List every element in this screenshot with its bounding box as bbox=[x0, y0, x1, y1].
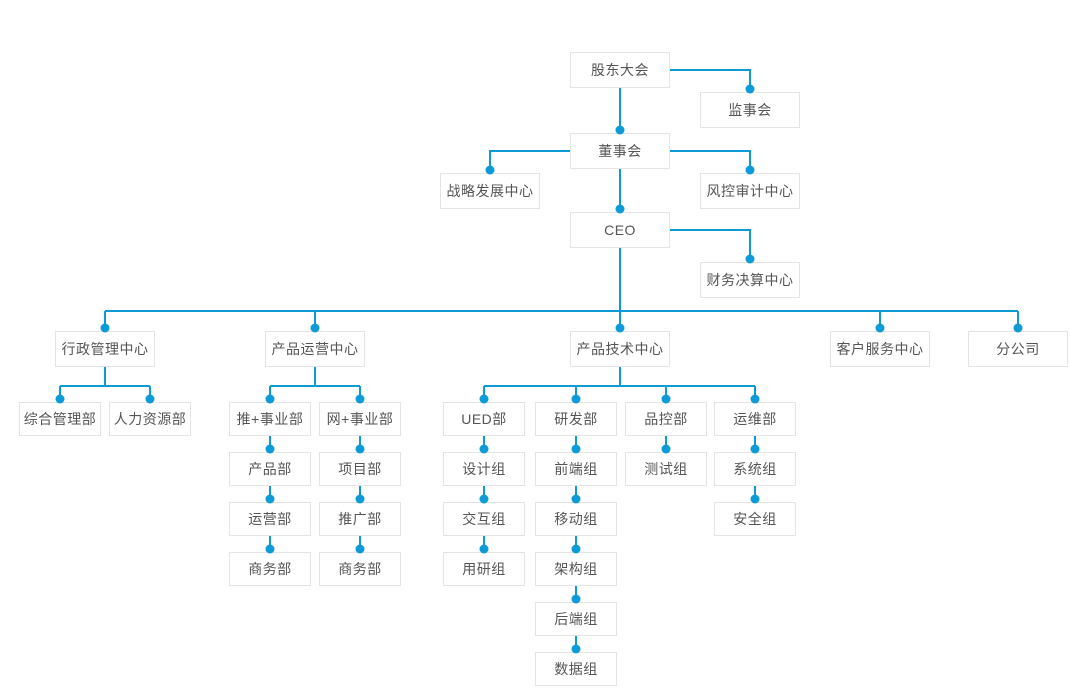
org-node-shangwu2: 商务部 bbox=[319, 552, 401, 586]
org-node-qianduanzu: 前端组 bbox=[535, 452, 617, 486]
org-node-fengkong: 风控审计中心 bbox=[700, 173, 800, 209]
org-node-shangwu1: 商务部 bbox=[229, 552, 311, 586]
org-node-fengongsi: 分公司 bbox=[968, 331, 1068, 367]
org-node-wang: 网+事业部 bbox=[319, 402, 401, 436]
org-node-yunwei: 运维部 bbox=[714, 402, 796, 436]
org-node-shejizu: 设计组 bbox=[443, 452, 525, 486]
org-node-ued: UED部 bbox=[443, 402, 525, 436]
org-node-jiaohuzu: 交互组 bbox=[443, 502, 525, 536]
org-node-yanfa: 研发部 bbox=[535, 402, 617, 436]
org-node-xingzheng: 行政管理中心 bbox=[55, 331, 155, 367]
org-node-yongyanzu: 用研组 bbox=[443, 552, 525, 586]
org-node-chanpinbu: 产品部 bbox=[229, 452, 311, 486]
org-node-ceo: CEO bbox=[570, 212, 670, 248]
org-node-zonghe: 综合管理部 bbox=[19, 402, 101, 436]
org-node-gudong: 股东大会 bbox=[570, 52, 670, 88]
org-node-zhanlue: 战略发展中心 bbox=[440, 173, 540, 209]
org-node-pinkong: 品控部 bbox=[625, 402, 707, 436]
org-node-yunyingzx: 产品运营中心 bbox=[265, 331, 365, 367]
org-node-yidongzu: 移动组 bbox=[535, 502, 617, 536]
org-node-tui: 推+事业部 bbox=[229, 402, 311, 436]
org-node-tuiguangbu: 推广部 bbox=[319, 502, 401, 536]
org-node-jianshihui: 监事会 bbox=[700, 92, 800, 128]
org-node-shujuzu: 数据组 bbox=[535, 652, 617, 686]
org-node-anquanzu: 安全组 bbox=[714, 502, 796, 536]
org-node-jishuzx: 产品技术中心 bbox=[570, 331, 670, 367]
org-node-renli: 人力资源部 bbox=[109, 402, 191, 436]
org-node-houduanzu: 后端组 bbox=[535, 602, 617, 636]
org-node-jiagouzu: 架构组 bbox=[535, 552, 617, 586]
org-node-kehu: 客户服务中心 bbox=[830, 331, 930, 367]
org-node-dongshihui: 董事会 bbox=[570, 133, 670, 169]
org-node-caiwu: 财务决算中心 bbox=[700, 262, 800, 298]
org-node-xitongzu: 系统组 bbox=[714, 452, 796, 486]
org-node-xiangmubu: 项目部 bbox=[319, 452, 401, 486]
org-node-yunyingbu: 运营部 bbox=[229, 502, 311, 536]
org-node-ceshizu: 测试组 bbox=[625, 452, 707, 486]
